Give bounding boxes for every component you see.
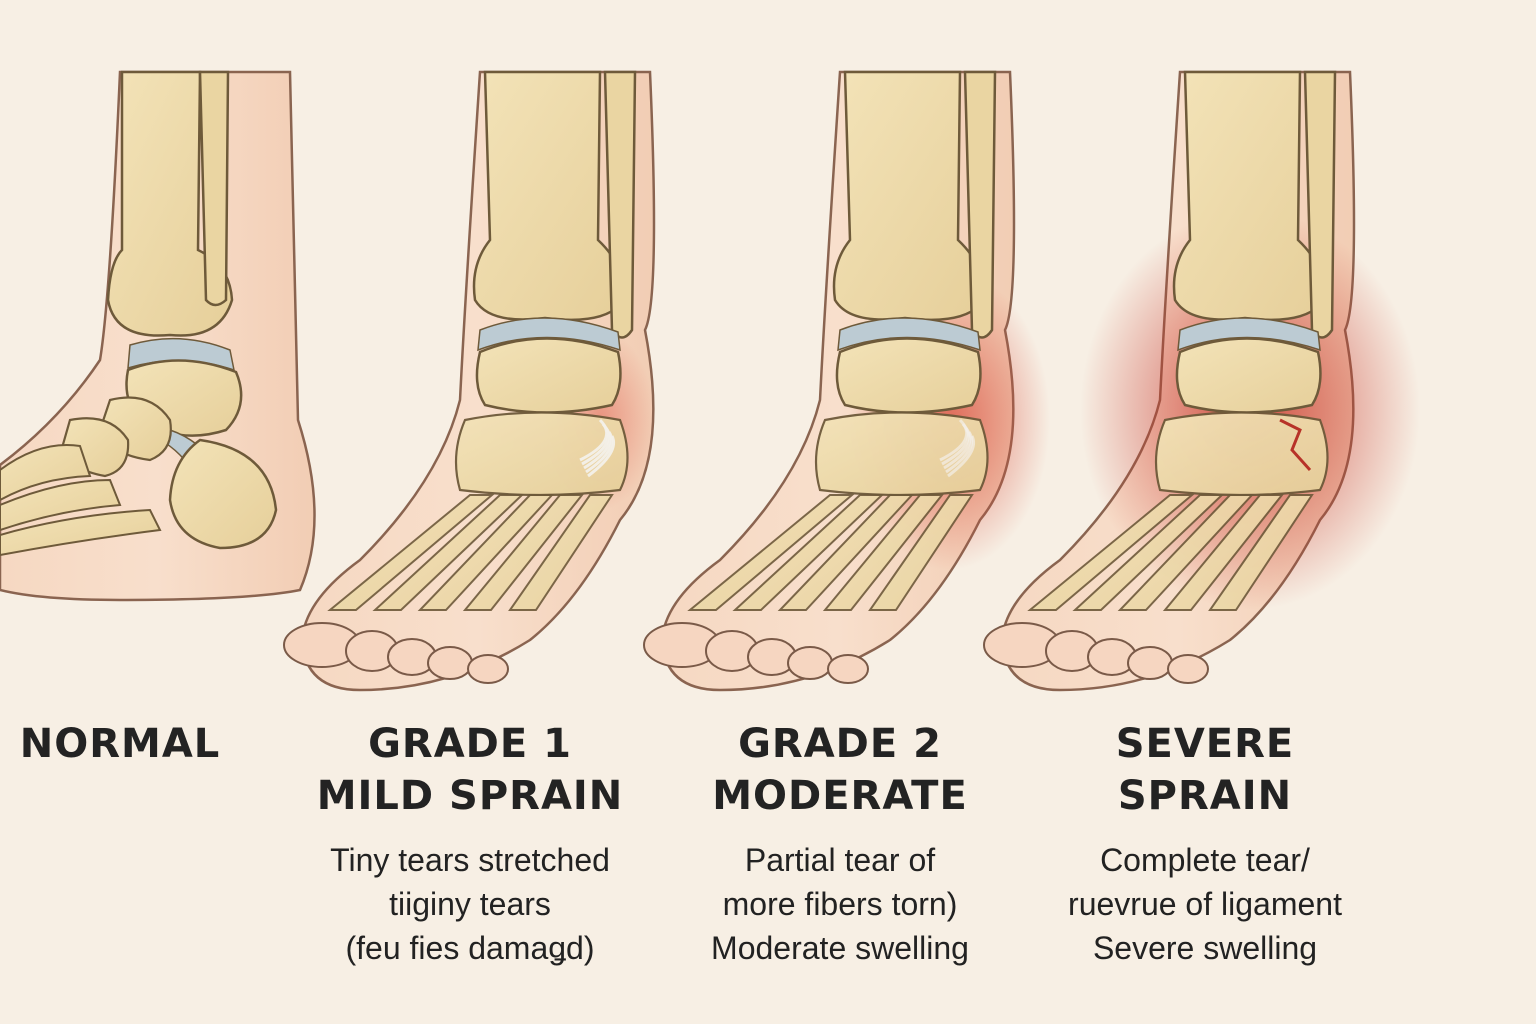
toe bbox=[1127, 646, 1173, 680]
metatarsal-bone bbox=[687, 494, 855, 611]
metatarsal-bone bbox=[1027, 494, 1195, 611]
metatarsal-bone bbox=[868, 494, 974, 611]
tarsal-bones bbox=[814, 411, 989, 497]
cartilage bbox=[477, 317, 621, 352]
toe bbox=[1167, 654, 1209, 684]
caption-severe: SEVERE SPRAIN Complete tear/ ruevrue of … bbox=[1020, 718, 1390, 970]
title-line: MILD SPRAIN bbox=[316, 773, 624, 819]
title-line: SPRAIN bbox=[1117, 773, 1293, 819]
talus-bone bbox=[1175, 337, 1322, 414]
talus-bone bbox=[475, 337, 622, 414]
stage-title: GRADE 2 MODERATE bbox=[660, 718, 1020, 822]
metatarsal-bone bbox=[822, 494, 945, 611]
stage-description: Partial tear of more fibers torn) Modera… bbox=[660, 838, 1020, 970]
desc-line: Partial tear of bbox=[744, 842, 936, 878]
normal-foot-drawing bbox=[0, 70, 316, 602]
caption-grade1: GRADE 1 MILD SPRAIN Tiny tears stretched… bbox=[290, 718, 650, 970]
metatarsal-bone bbox=[1072, 494, 1225, 611]
ligament bbox=[579, 418, 615, 478]
title-line: GRADE 1 bbox=[368, 721, 572, 767]
metatarsal-bone bbox=[372, 494, 525, 611]
title-line: MODERATE bbox=[712, 773, 968, 819]
ligament bbox=[939, 418, 975, 478]
title-line: SEVERE bbox=[1115, 721, 1295, 767]
metatarsal-bone bbox=[777, 494, 915, 611]
metatarsal-bone bbox=[417, 494, 555, 611]
desc-line: Complete tear/ bbox=[1100, 842, 1310, 878]
metatarsal-bone bbox=[508, 494, 614, 611]
desc-line: ruevrue of ligament bbox=[1068, 886, 1342, 922]
metatarsal-bone bbox=[1162, 494, 1285, 611]
metatarsal-bone bbox=[1208, 494, 1314, 611]
title-line: NORMAL bbox=[19, 721, 221, 767]
metatarsal-bone bbox=[732, 494, 885, 611]
cartilage bbox=[1177, 317, 1321, 352]
desc-line: Tiny tears stretched bbox=[330, 842, 610, 878]
caption-grade2: GRADE 2 MODERATE Partial tear of more fi… bbox=[660, 718, 1020, 970]
toe bbox=[827, 654, 869, 684]
cartilage bbox=[837, 317, 981, 352]
foot-grade2 bbox=[643, 70, 1050, 692]
desc-line: (feu fies damaǥd) bbox=[345, 930, 595, 966]
metatarsal-bone bbox=[1117, 494, 1255, 611]
foot-severe bbox=[983, 70, 1420, 692]
desc-line: tiiginy tears bbox=[389, 886, 551, 922]
caption-normal: NORMAL bbox=[0, 718, 240, 770]
metatarsal-bone bbox=[462, 494, 585, 611]
toe bbox=[427, 646, 473, 680]
desc-line: Moderate swelling bbox=[711, 930, 969, 966]
toe bbox=[787, 646, 833, 680]
foot-grade1 bbox=[283, 70, 656, 692]
stage-description: Complete tear/ ruevrue of ligament Sever… bbox=[1020, 838, 1390, 970]
desc-line: Severe swelling bbox=[1092, 930, 1318, 966]
desc-line: more fibers torn) bbox=[722, 886, 958, 922]
title-line: GRADE 2 bbox=[738, 721, 942, 767]
ligament bbox=[1279, 418, 1312, 472]
stage-title: SEVERE SPRAIN bbox=[1020, 718, 1390, 822]
stage-title: GRADE 1 MILD SPRAIN bbox=[290, 718, 650, 822]
stage-title: NORMAL bbox=[0, 718, 240, 770]
tarsal-bones bbox=[1154, 411, 1329, 497]
talus-bone bbox=[835, 337, 982, 414]
toe bbox=[467, 654, 509, 684]
tarsal-bones bbox=[454, 411, 629, 497]
metatarsal-bone bbox=[327, 494, 495, 611]
stage-description: Tiny tears stretched tiiginy tears (feu … bbox=[290, 838, 650, 970]
